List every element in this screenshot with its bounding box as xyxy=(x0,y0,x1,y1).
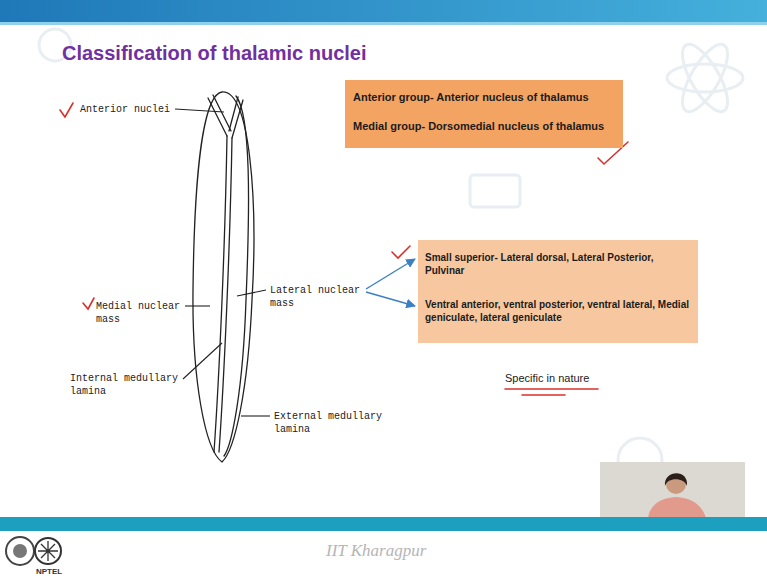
red-underline xyxy=(522,394,565,396)
footer-band xyxy=(0,531,767,580)
watermark-atom xyxy=(667,64,743,92)
logo-text: NPTEL xyxy=(36,567,62,577)
blue-arrow xyxy=(366,259,415,289)
red-underline xyxy=(505,388,598,390)
note-text: Specific in nature xyxy=(505,371,589,385)
leader-line xyxy=(185,305,210,306)
leader-line xyxy=(241,415,270,416)
presenter-hair xyxy=(665,473,687,486)
watermark-text: IIT Kharagpur xyxy=(326,541,426,561)
internal-medullary-lamina-line xyxy=(214,136,227,452)
box-text: Medial group- Dorsomedial nucleus of tha… xyxy=(353,120,616,134)
box-text: Anterior group- Anterior nucleus of thal… xyxy=(353,91,616,105)
info-box: Anterior group- Anterior nucleus of thal… xyxy=(345,80,623,148)
watermark-atom xyxy=(674,38,736,118)
lamina-branch xyxy=(232,100,243,138)
footer-stripe xyxy=(0,517,767,531)
part-label: Internal medullary lamina xyxy=(70,372,182,398)
institute-logo xyxy=(6,537,34,565)
box-text: Ventral anterior, ventral posterior, ven… xyxy=(425,299,692,324)
presenter-body xyxy=(648,497,706,518)
part-label: Medial nuclear mass xyxy=(96,300,188,326)
watermark-atom xyxy=(674,38,736,118)
slide-title: Classification of thalamic nuclei xyxy=(62,42,367,65)
info-box: Small superior- Lateral dorsal, Lateral … xyxy=(418,240,698,343)
part-label: Lateral nuclear mass xyxy=(270,284,364,310)
nptel-logo xyxy=(35,538,61,564)
thalamus-outline xyxy=(193,92,254,462)
header-band xyxy=(0,0,767,22)
presenter-video xyxy=(600,462,745,518)
internal-medullary-lamina-line xyxy=(219,138,232,452)
part-label: External medullary lamina xyxy=(274,410,386,436)
box-text: Small superior- Lateral dorsal, Lateral … xyxy=(425,252,692,277)
red-check xyxy=(60,103,73,117)
institute-logo xyxy=(13,544,27,558)
leader-line xyxy=(183,343,222,379)
header-stripe xyxy=(0,22,767,25)
lamina-branch xyxy=(229,97,238,131)
watermark-icon xyxy=(470,175,520,207)
lamina-branch xyxy=(213,95,231,131)
red-check xyxy=(392,246,410,258)
blue-arrow xyxy=(366,292,415,306)
leader-line xyxy=(175,109,224,112)
leader-line xyxy=(237,290,266,296)
part-label: Anterior nuclei xyxy=(80,103,170,116)
red-check xyxy=(83,298,94,309)
nptel-logo xyxy=(38,541,58,561)
